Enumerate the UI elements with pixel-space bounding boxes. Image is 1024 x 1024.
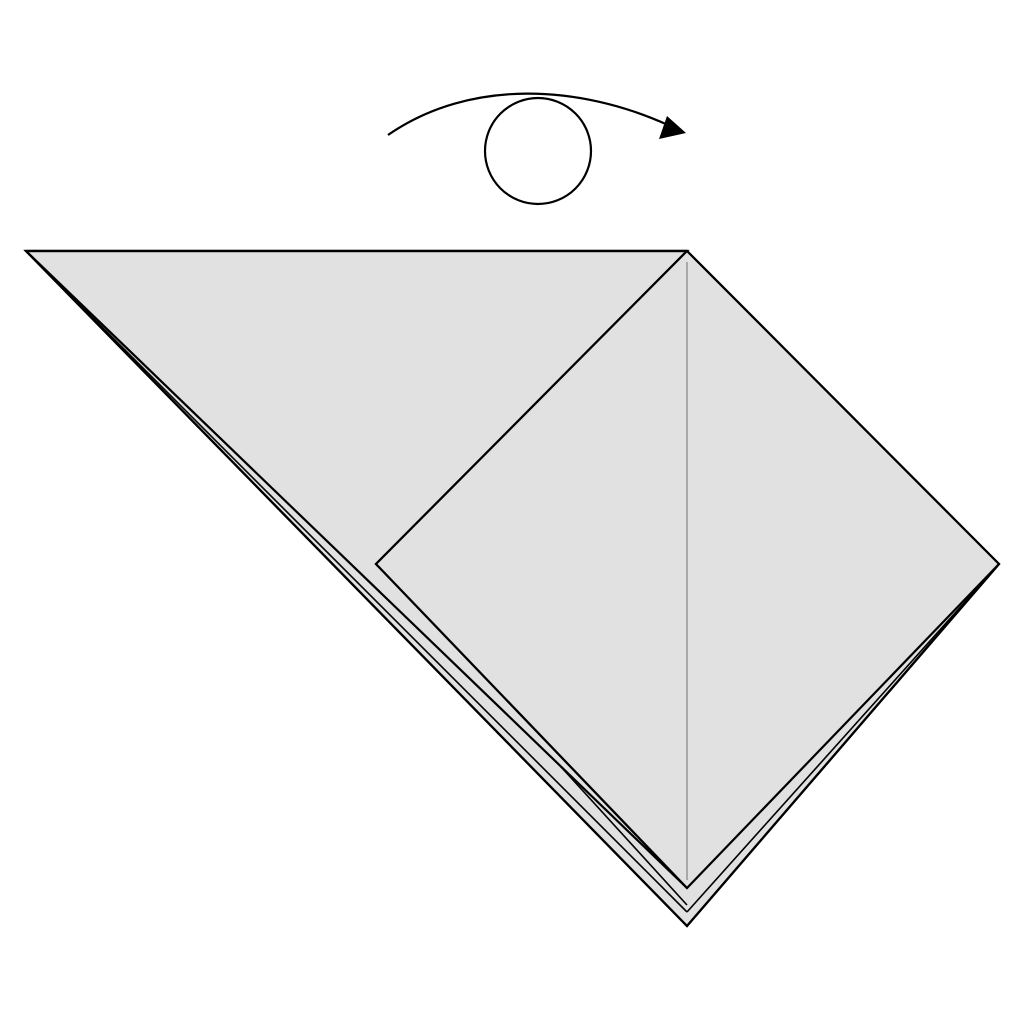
arrowhead-icon — [659, 116, 686, 139]
turn-over-symbol — [387, 92, 686, 206]
back-layer-edge-right — [686, 563, 1000, 913]
front-square — [374, 249, 1001, 890]
turn-over-circle-icon — [483, 96, 593, 206]
turn-over-arrow-icon — [387, 92, 669, 136]
model-bottom-edge — [25, 250, 1000, 928]
back-layer-edge-left — [25, 250, 688, 913]
